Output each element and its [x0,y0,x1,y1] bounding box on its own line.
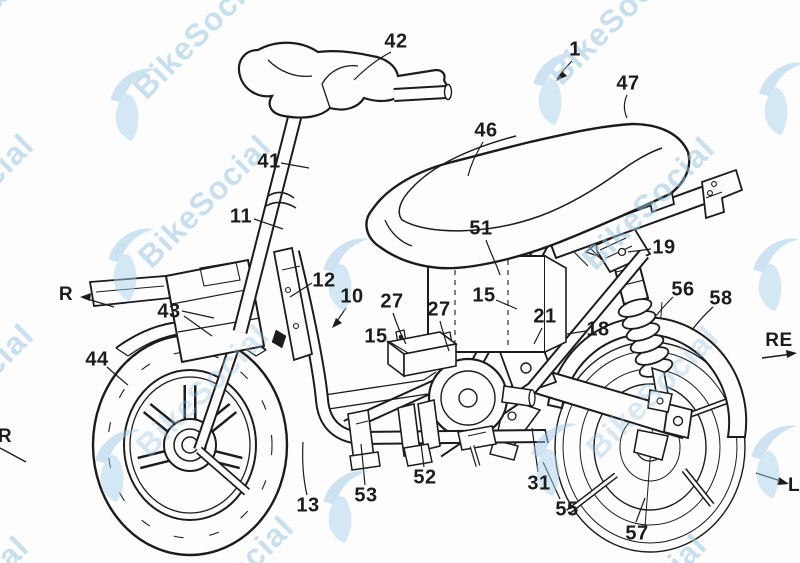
part-label-57: 57 [625,522,649,545]
part-label-55: 55 [555,498,579,521]
part-label-21: 21 [533,305,557,328]
fr-arrow-partial [0,447,27,463]
part-label-51: 51 [469,217,493,240]
direction-label-r: R [58,284,74,305]
bikesocial-swoosh-icon [533,52,579,126]
part-label-27: 27 [427,298,451,321]
bikesocial-swoosh-icon [110,68,156,142]
bikesocial-swoosh-icon [323,470,369,544]
part-label-1: 1 [569,38,581,61]
part-label-44: 44 [85,348,109,371]
part-label-15: 15 [472,284,496,307]
watermark-text: BikeSocial [0,529,36,563]
part-label-41: 41 [257,150,281,173]
part-label-27: 27 [380,290,404,313]
front-wheel [91,333,289,557]
part-label-53: 53 [354,484,378,507]
frame-plate [271,246,314,362]
watermark-text: BikeSocial [0,0,21,118]
leader-lines [106,51,714,523]
seat [365,122,691,270]
kick-pedal [397,399,497,467]
part-label-46: 46 [474,119,498,142]
rear-fender [546,316,748,438]
controller-box [386,329,458,378]
part-label-15: 15 [364,325,388,348]
direction-label-fr-partial: R [0,426,13,447]
part-label-47: 47 [616,72,640,95]
part-label-13: 13 [296,494,320,517]
steering-column [232,98,307,334]
part-label-58: 58 [709,287,733,310]
center-stand [347,409,381,471]
watermark-text: BikeSocial [0,127,41,274]
rear-wheel [554,301,746,553]
part-label-10: 10 [340,285,364,308]
part-label-56: 56 [671,278,695,301]
part-label-43: 43 [157,300,181,323]
bikesocial-swoosh-icon [759,62,800,136]
front-wheel-spokes [137,385,243,470]
bikesocial-swoosh-icon [323,238,369,312]
part-label-31: 31 [527,472,551,495]
bikesocial-swoosh-icon [108,228,154,302]
part-label-11: 11 [229,205,253,228]
motor [427,357,536,439]
handlebar [237,41,453,119]
part-label-18: 18 [586,318,610,341]
bikesocial-swoosh-icon [753,238,799,312]
watermark-swoosh-set [95,52,800,544]
direction-label-l: L [787,475,800,496]
watermark-text: BikeSocial [541,0,688,92]
direction-label-re: RE [765,330,793,351]
part-label-12: 12 [312,269,336,292]
bikesocial-swoosh-icon [751,425,797,499]
bikesocial-swoosh-icon [95,429,141,503]
swingarm [489,338,694,461]
bikesocial-swoosh-icon [531,423,577,497]
handlebar-grip [393,83,453,102]
part-label-52: 52 [413,466,437,489]
part-label-19: 19 [652,236,676,259]
fork-shroud [164,258,266,364]
main-frame [286,250,549,445]
part-label-42: 42 [384,30,408,53]
